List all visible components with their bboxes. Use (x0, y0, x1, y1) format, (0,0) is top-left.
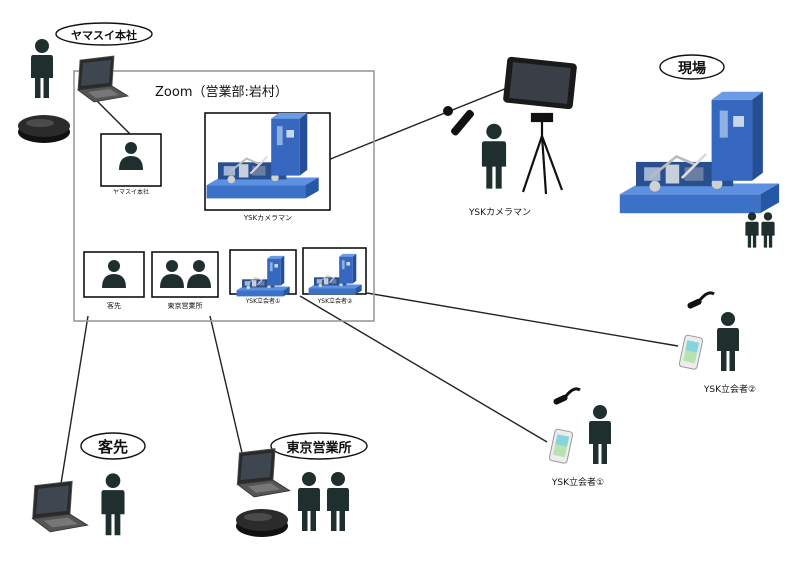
laptop-icon (77, 55, 129, 103)
person-icon (717, 312, 739, 371)
headset-icon (684, 291, 716, 312)
camera-operator-label: YSKカメラマン (468, 207, 531, 218)
witness2-label: YSK立会者② (703, 383, 756, 395)
person-icon (589, 405, 611, 464)
tile-camera: YSKカメラマン (204, 111, 331, 222)
tripod-icon (521, 112, 564, 195)
location-yamasui: ヤマスイ本社 (18, 22, 153, 143)
smartphone-icon (678, 334, 704, 371)
link-client (59, 315, 89, 491)
tile-label-yamasui: ヤマスイ本社 (113, 188, 149, 196)
location-tokyo: 東京営業所 (236, 432, 368, 537)
zoom-window-frame (73, 70, 375, 322)
location-label-yamasui: ヤマスイ本社 (71, 28, 137, 42)
witness2: YSK立会者② (678, 291, 756, 395)
laptop-icon (32, 480, 89, 533)
person-icon (761, 212, 775, 248)
person-icon (298, 472, 320, 531)
witness1-label: YSK立会者① (551, 476, 604, 488)
person-icon (31, 39, 53, 98)
tile-witness2: YSK立会者② (302, 247, 367, 305)
tile-client: 客先 (83, 251, 145, 310)
tile-witness1: YSK立会者① (229, 249, 297, 305)
laptop-icon (236, 448, 291, 498)
location-genba: 現場 (618, 54, 781, 248)
person-icon (745, 212, 759, 248)
tile-label-tokyo: 東京営業所 (168, 301, 203, 310)
tile-label-witness1: YSK立会者① (245, 297, 281, 305)
machine-icon (618, 90, 781, 215)
link-tokyo (209, 315, 247, 471)
zoom-title: Zoom（営業部:岩村） (155, 84, 288, 100)
smartphone-icon (548, 428, 574, 465)
tile-yamasui: ヤマスイ本社 (100, 133, 162, 196)
camera-operator: YSKカメラマン (443, 56, 577, 218)
location-label-tokyo: 東京営業所 (286, 440, 351, 456)
location-label-genba: 現場 (678, 60, 706, 77)
link-witness2 (366, 292, 679, 347)
person-icon (481, 123, 507, 189)
link-camera (327, 85, 513, 161)
tile-label-camera: YSKカメラマン (243, 214, 292, 222)
tile-label-client: 客先 (107, 301, 121, 310)
tile-tokyo: 東京営業所 (151, 251, 219, 310)
tile-label-witness2: YSK立会者② (317, 297, 353, 305)
witness1: YSK立会者① (548, 387, 611, 488)
person-icon (327, 472, 349, 531)
person-icon (101, 473, 125, 536)
location-client: 客先 (32, 432, 146, 536)
microphone-icon (443, 106, 476, 137)
speakerphone-icon (236, 509, 288, 537)
headset-icon (550, 387, 582, 408)
link-yamasui (92, 96, 131, 135)
speakerphone-icon (18, 115, 70, 143)
tablet-icon (503, 56, 577, 110)
location-label-client: 客先 (97, 438, 128, 456)
